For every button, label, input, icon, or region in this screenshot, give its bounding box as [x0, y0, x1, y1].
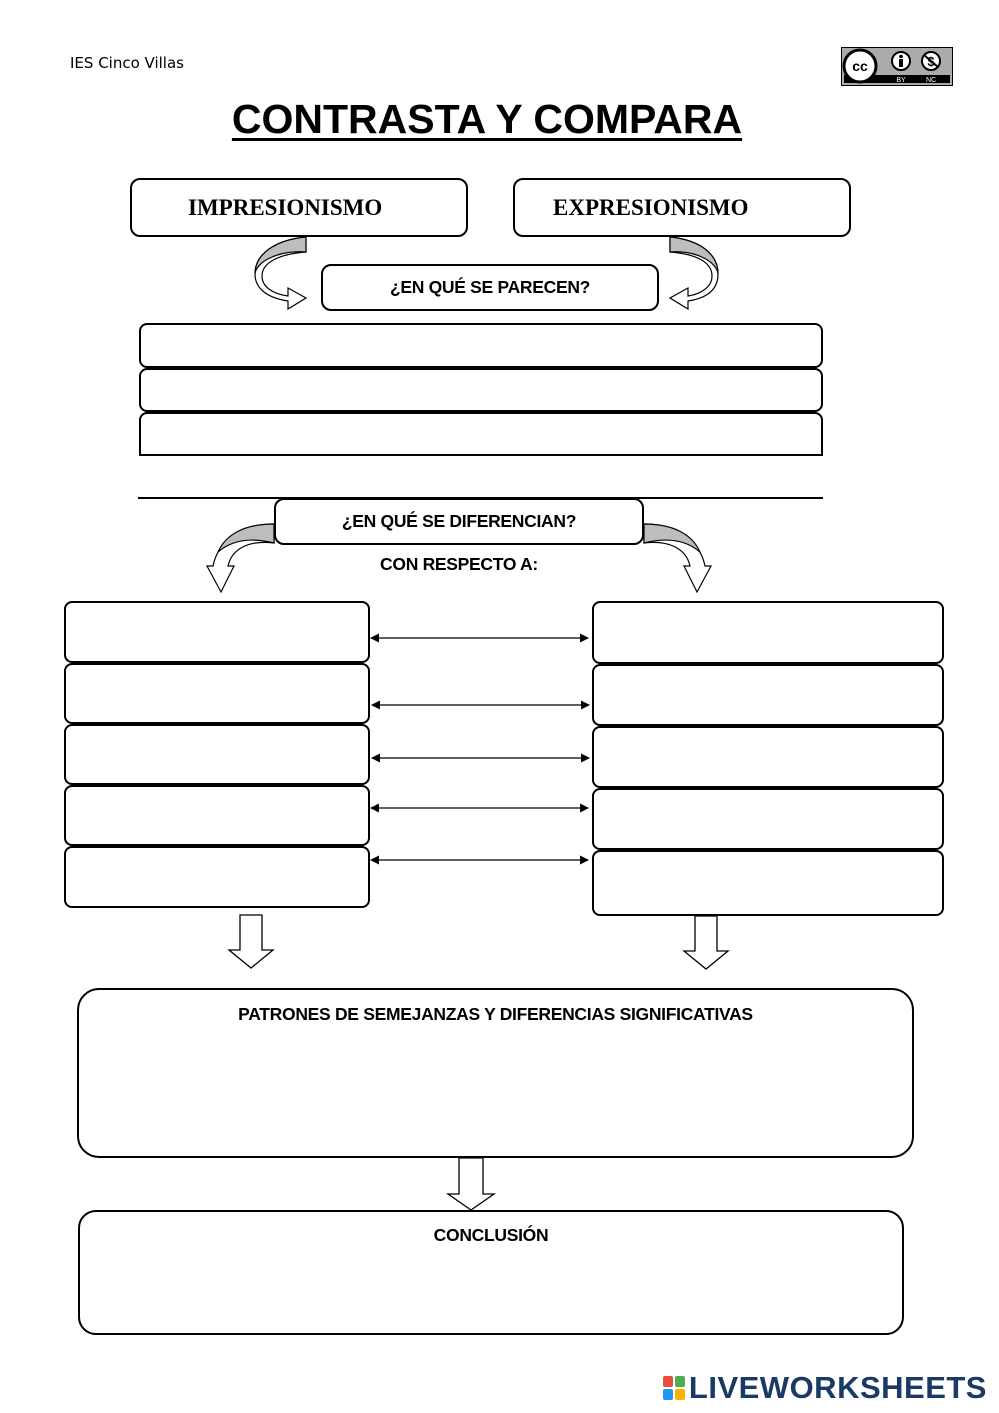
similar-label-box: ¿EN QUÉ SE PARECEN?	[321, 264, 659, 311]
cc-license-badge: cc $ BY NC	[841, 47, 953, 86]
similar-field-3[interactable]	[139, 412, 823, 456]
similar-field-2[interactable]	[139, 368, 823, 412]
right-difference-1[interactable]	[592, 601, 944, 664]
right-difference-5[interactable]	[592, 850, 944, 916]
conclusion-box[interactable]: CONCLUSIÓN	[78, 1210, 904, 1335]
liveworksheets-logo-icon	[662, 1376, 685, 1400]
page-title: CONTRASTA Y COMPARA	[231, 96, 743, 142]
curved-arrow-left-top	[254, 236, 308, 311]
patterns-heading: PATRONES DE SEMEJANZAS Y DIFERENCIAS SIG…	[238, 1004, 753, 1024]
down-arrow-left	[227, 914, 275, 969]
down-arrow-center	[445, 1157, 497, 1211]
conclusion-heading: CONCLUSIÓN	[433, 1225, 549, 1245]
patterns-box[interactable]: PATRONES DE SEMEJANZAS Y DIFERENCIAS SIG…	[77, 988, 914, 1158]
cc-text: cc	[852, 58, 868, 74]
by-text: BY	[896, 77, 906, 84]
topic-left-label: IMPRESIONISMO	[188, 194, 383, 220]
similar-label: ¿EN QUÉ SE PARECEN?	[389, 277, 591, 297]
double-arrows	[370, 633, 590, 865]
left-difference-1[interactable]	[64, 601, 370, 663]
footer-brand-text: LIVEWORKSHEETS	[688, 1370, 987, 1405]
differ-label: ¿EN QUÉ SE DIFERENCIAN?	[341, 511, 577, 531]
left-difference-2[interactable]	[64, 663, 370, 724]
down-arrow-right	[682, 915, 730, 970]
nc-text: NC	[926, 77, 936, 84]
left-difference-3[interactable]	[64, 724, 370, 785]
footer-brand: LIVEWORKSHEETS	[662, 1370, 987, 1406]
differ-label-box: ¿EN QUÉ SE DIFERENCIAN?	[274, 498, 644, 545]
right-difference-4[interactable]	[592, 788, 944, 850]
curved-arrow-right-diff	[643, 523, 713, 594]
topic-right-label: EXPRESIONISMO	[553, 194, 749, 220]
topic-left: IMPRESIONISMO	[130, 178, 468, 237]
right-difference-2[interactable]	[592, 664, 944, 726]
right-difference-3[interactable]	[592, 726, 944, 788]
topic-right: EXPRESIONISMO	[513, 178, 851, 237]
left-difference-4[interactable]	[64, 785, 370, 846]
curved-arrow-left-diff	[205, 523, 275, 594]
similar-field-1[interactable]	[139, 323, 823, 368]
differ-sublabel: CON RESPECTO A:	[380, 553, 538, 574]
left-difference-5[interactable]	[64, 846, 370, 908]
curved-arrow-right-top	[668, 236, 719, 311]
school-name: IES Cinco Villas	[70, 54, 184, 72]
